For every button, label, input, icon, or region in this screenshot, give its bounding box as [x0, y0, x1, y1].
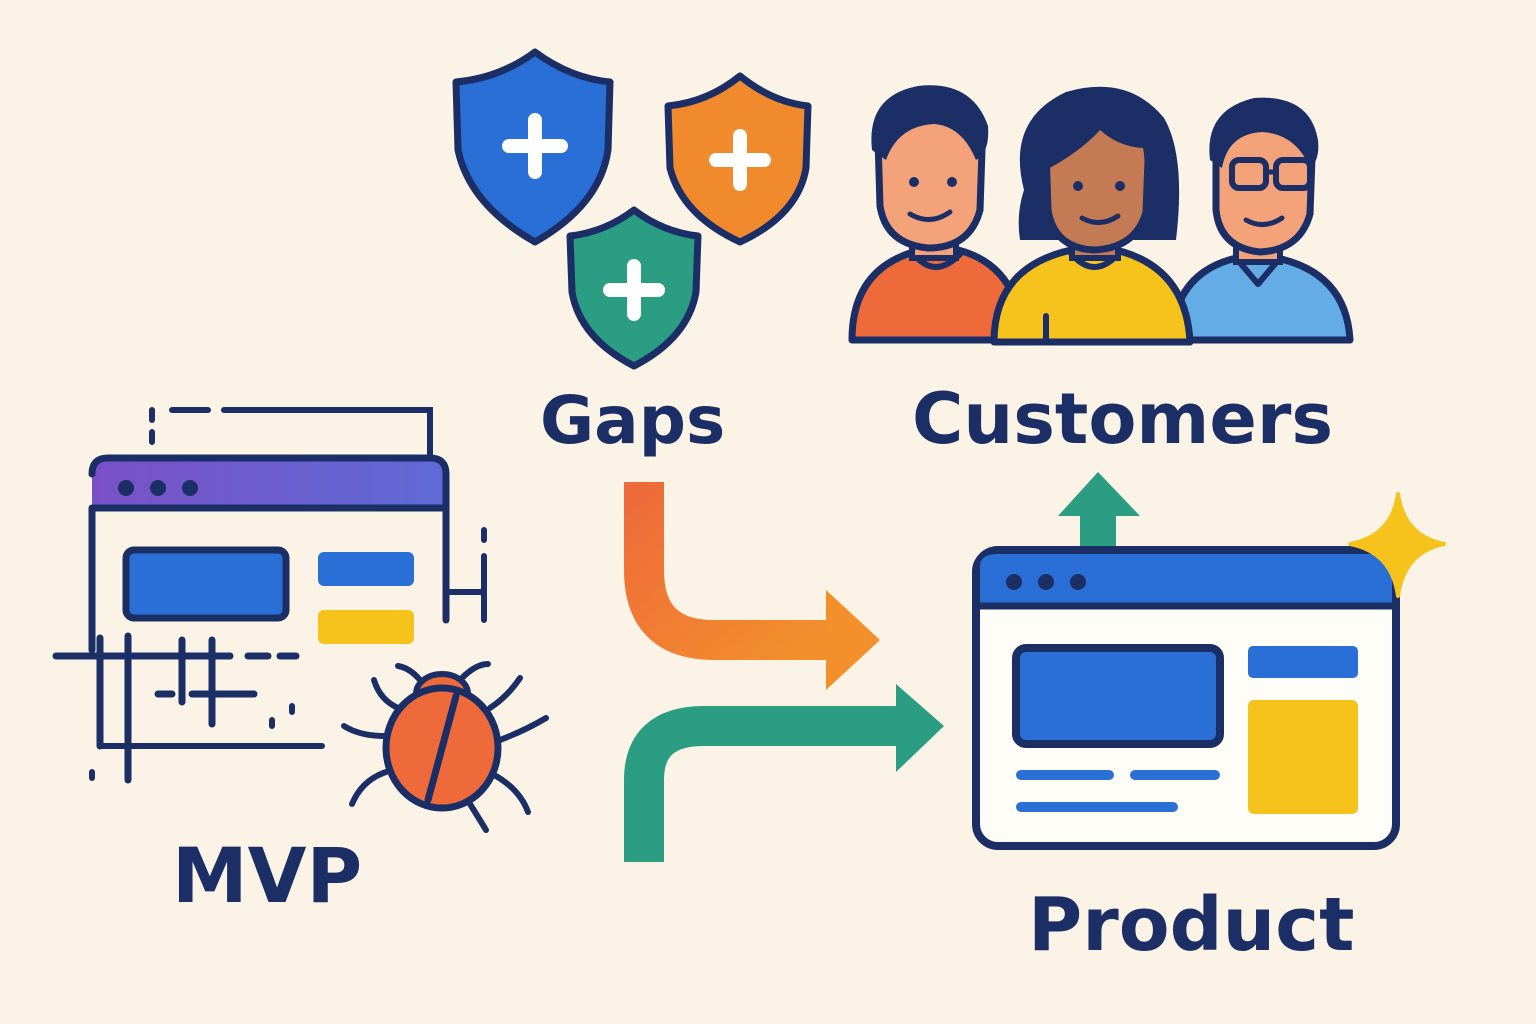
up-arrow-icon: [1058, 472, 1140, 550]
person-with-glasses-icon: [1168, 97, 1354, 344]
customers-label: Customers: [912, 378, 1334, 460]
sparkle-icon: [1348, 492, 1446, 598]
shield-green-icon: [566, 206, 702, 370]
product-label: Product: [1028, 882, 1355, 968]
mvp-label: MVP: [172, 831, 363, 920]
curved-arrow-icon: [624, 482, 880, 690]
person-icon: [990, 86, 1194, 346]
gaps-label: Gaps: [540, 382, 726, 459]
browser-window-icon: [972, 546, 1400, 850]
browser-window-icon: [52, 407, 487, 784]
shield-blue-icon: [452, 48, 614, 246]
shield-orange-icon: [664, 72, 812, 246]
person-icon: [848, 85, 1026, 344]
bug-icon: [341, 661, 549, 833]
curved-arrow-icon: [624, 684, 944, 862]
